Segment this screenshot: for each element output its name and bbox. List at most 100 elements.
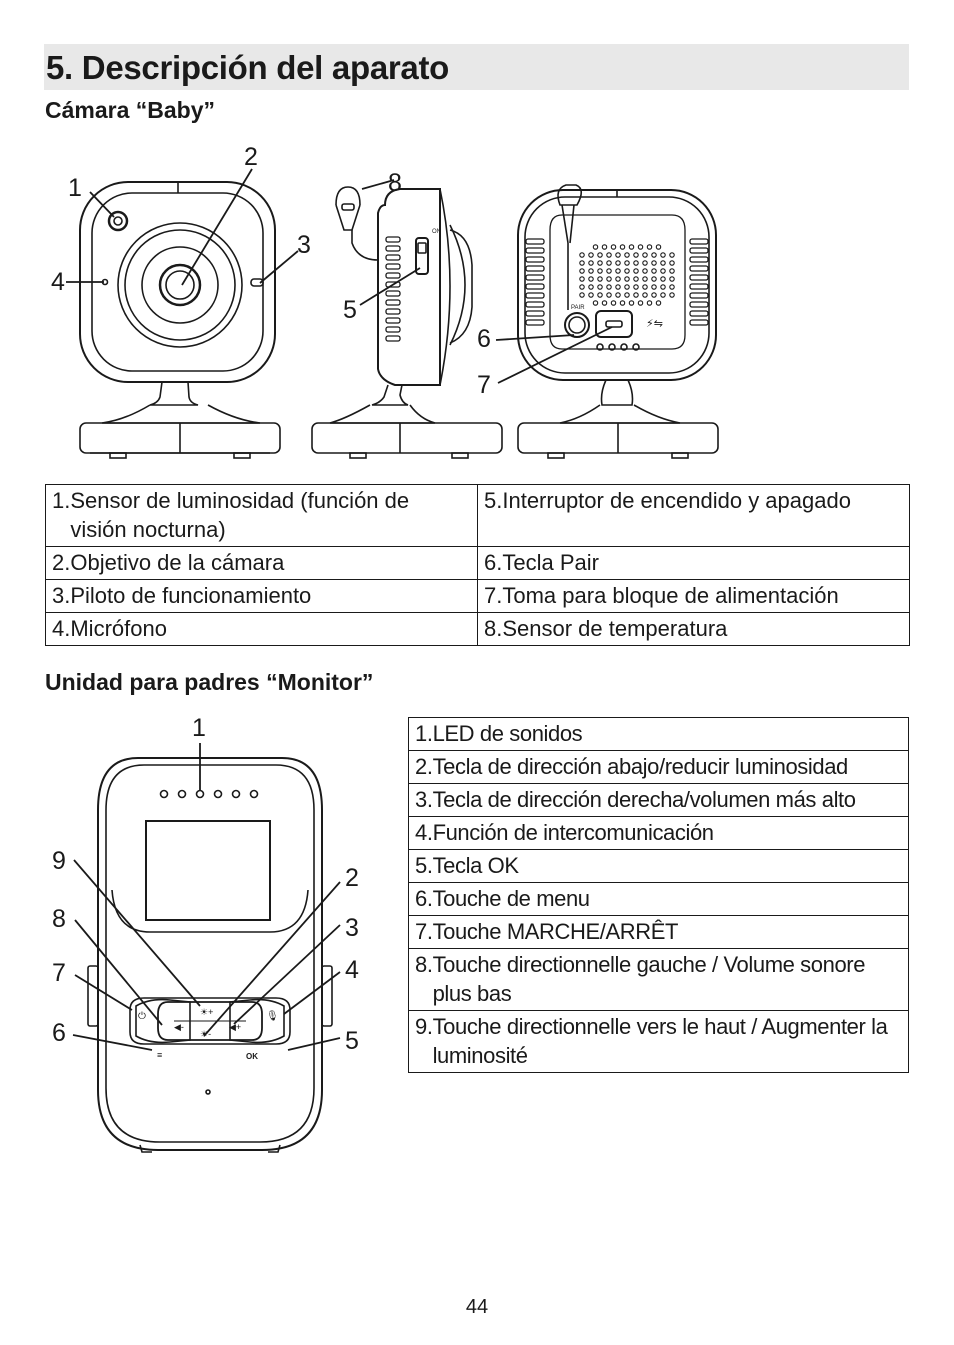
monitor-diagram: ⏻ ◀- ☀+ ☀- ◀+ 🎙 ≡ OK 1 2 3 4 5 6 7 8 9 <box>52 714 359 1153</box>
camera-callout-8: 8 <box>388 169 402 197</box>
table-row: 2.Tecla de dirección abajo/reducir lumin… <box>408 750 909 784</box>
item-text: Toma para bloque de alimentación <box>502 583 839 608</box>
item-text: Sensor de temperatura <box>502 616 728 641</box>
item-number: 8. <box>484 616 503 641</box>
camera-callout-2: 2 <box>244 143 258 171</box>
table-cell: 8.Sensor de temperatura <box>477 612 910 646</box>
camera-callout-1: 1 <box>68 174 82 202</box>
table-cell: 1.LED de sonidos <box>408 717 909 751</box>
item-number: 5. <box>484 488 503 513</box>
item-text: Tecla Pair <box>502 550 599 575</box>
item-number: 2. <box>52 550 71 575</box>
item-text: Sensor de luminosidad (función de visión… <box>70 488 410 542</box>
table-row: 6.Touche de menu <box>408 882 909 916</box>
item-text: Función de intercomunicación <box>432 820 714 845</box>
item-text: Objetivo de la cámara <box>70 550 285 575</box>
monitor-callout-4: 4 <box>345 956 359 984</box>
usb-icon: ⚡⇋ <box>646 318 663 330</box>
item-text: Tecla de dirección abajo/reducir luminos… <box>432 754 849 779</box>
table-row: 8.Touche directionnelle gauche / Volume … <box>408 948 909 1011</box>
item-number: 2. <box>415 754 433 779</box>
item-number: 7. <box>415 919 433 944</box>
brightness-up-icon: ☀+ <box>200 1007 213 1017</box>
item-number: 4. <box>415 820 433 845</box>
item-number: 8. <box>415 952 433 977</box>
item-number: 4. <box>52 616 71 641</box>
item-text: LED de sonidos <box>432 721 583 746</box>
monitor-callout-1: 1 <box>192 714 206 742</box>
table-cell: 8.Touche directionnelle gauche / Volume … <box>408 948 909 1011</box>
item-number: 6. <box>415 886 433 911</box>
camera-parts-table: 1.Sensor de luminosidad (función de visi… <box>45 484 910 646</box>
table-row: 7.Touche MARCHE/ARRÊT <box>408 915 909 949</box>
camera-callout-6: 6 <box>477 325 491 353</box>
camera-callout-4: 4 <box>51 268 65 296</box>
table-row: 1.LED de sonidos <box>408 717 909 751</box>
pair-label: PAIR <box>571 305 585 311</box>
camera-callout-5: 5 <box>343 296 357 324</box>
item-number: 3. <box>52 583 71 608</box>
monitor-callout-7: 7 <box>52 959 66 987</box>
item-text: Micrófono <box>70 616 167 641</box>
table-cell: 7.Touche MARCHE/ARRÊT <box>408 915 909 949</box>
camera-callout-3: 3 <box>297 231 311 259</box>
item-number: 9. <box>415 1014 433 1039</box>
item-text: Tecla de dirección derecha/volumen más a… <box>432 787 856 812</box>
camera-diagram: ON PAIR ⚡⇋ 1 2 3 4 5 6 7 8 <box>51 143 719 459</box>
camera-back-view <box>517 184 719 459</box>
table-cell: 1.Sensor de luminosidad (función de visi… <box>45 484 478 547</box>
table-row: 1.Sensor de luminosidad (función de visi… <box>45 484 910 547</box>
camera-side-view <box>311 186 503 459</box>
table-cell: 6.Tecla Pair <box>477 546 910 580</box>
camera-callout-7: 7 <box>477 371 491 399</box>
monitor-callout-2: 2 <box>345 864 359 892</box>
item-number: 7. <box>484 583 503 608</box>
camera-heading: Cámara “Baby” <box>45 97 216 123</box>
monitor-callout-9: 9 <box>52 847 66 875</box>
monitor-callout-8: 8 <box>52 905 66 933</box>
table-row: 5.Tecla OK <box>408 849 909 883</box>
monitor-callout-3: 3 <box>345 914 359 942</box>
table-row: 4.Función de intercomunicación <box>408 816 909 850</box>
item-text: Piloto de funcionamiento <box>70 583 312 608</box>
table-cell: 5.Interruptor de encendido y apagado <box>477 484 910 547</box>
power-icon: ⏻ <box>138 1011 146 1022</box>
item-number: 1. <box>415 721 433 746</box>
item-text: Tecla OK <box>432 853 519 878</box>
switch-on-label: ON <box>432 229 441 235</box>
camera-front-view <box>79 181 281 459</box>
section-title: 5. Descripción del aparato <box>44 44 909 90</box>
microphone-icon: 🎙 <box>266 1010 279 1022</box>
item-text: Interruptor de encendido y apagado <box>502 488 851 513</box>
table-row: 9.Touche directionnelle vers le haut / A… <box>408 1010 909 1073</box>
item-number: 1. <box>52 488 71 513</box>
monitor-callout-5: 5 <box>345 1027 359 1055</box>
item-number: 5. <box>415 853 433 878</box>
table-row: 2.Objetivo de la cámara 6.Tecla Pair <box>45 546 910 580</box>
menu-icon: ≡ <box>157 1050 162 1060</box>
table-cell: 4.Función de intercomunicación <box>408 816 909 850</box>
table-cell: 3.Tecla de dirección derecha/volumen más… <box>408 783 909 817</box>
volume-up-icon: ◀+ <box>229 1022 241 1032</box>
volume-down-icon: ◀- <box>174 1022 184 1032</box>
item-text: Touche de menu <box>432 886 590 911</box>
monitor-heading: Unidad para padres “Monitor” <box>45 669 374 695</box>
item-number: 3. <box>415 787 433 812</box>
table-cell: 2.Tecla de dirección abajo/reducir lumin… <box>408 750 909 784</box>
table-cell: 5.Tecla OK <box>408 849 909 883</box>
table-cell: 9.Touche directionnelle vers le haut / A… <box>408 1010 909 1073</box>
table-cell: 7.Toma para bloque de alimentación <box>477 579 910 613</box>
table-row: 3.Tecla de dirección derecha/volumen más… <box>408 783 909 817</box>
ok-key-label: OK <box>246 1052 258 1061</box>
table-cell: 3.Piloto de funcionamiento <box>45 579 478 613</box>
page-number: 44 <box>465 1296 489 1318</box>
item-text: Touche directionnelle gauche / Volume so… <box>432 952 866 1006</box>
table-cell: 4.Micrófono <box>45 612 478 646</box>
table-cell: 6.Touche de menu <box>408 882 909 916</box>
item-number: 6. <box>484 550 503 575</box>
item-text: Touche MARCHE/ARRÊT <box>432 919 679 944</box>
monitor-callout-6: 6 <box>52 1019 66 1047</box>
